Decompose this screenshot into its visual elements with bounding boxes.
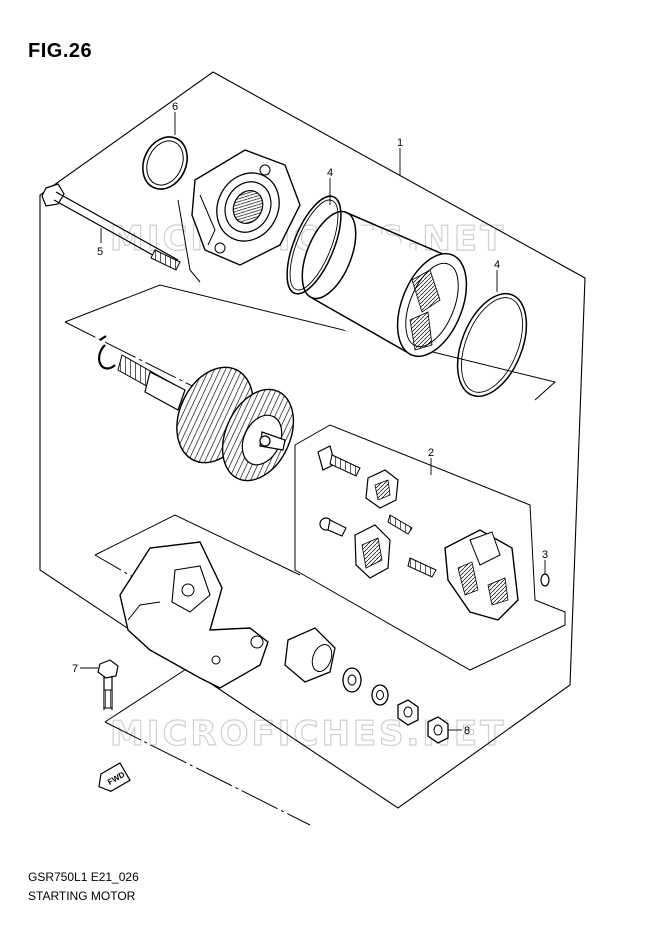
nut[interactable] [397, 699, 419, 726]
fwd-arrow-icon: FWD [98, 762, 131, 792]
callout-3: 3 [542, 549, 548, 561]
o-ring-4-right[interactable] [444, 284, 540, 407]
callout-5: 5 [97, 246, 103, 258]
bolt-5[interactable] [41, 183, 181, 271]
callout-4-left: 4 [327, 167, 333, 179]
washer-stack[interactable] [342, 667, 389, 706]
washer-3[interactable] [540, 573, 550, 587]
circlip[interactable] [98, 335, 116, 370]
o-ring-4-left[interactable] [276, 189, 352, 300]
figure-title: FIG.26 [28, 40, 93, 62]
callout-8: 8 [464, 725, 470, 737]
diagram-name: STARTING MOTOR [28, 889, 136, 903]
armature[interactable] [117, 354, 307, 492]
o-ring-6[interactable] [135, 130, 196, 197]
armature-frame [64, 284, 557, 401]
callout-1: 1 [397, 137, 403, 149]
nut-8[interactable] [427, 716, 449, 744]
diagram-code: GSR750L1 E21_026 [28, 870, 139, 884]
leader-lines [80, 112, 546, 731]
callout-6: 6 [172, 101, 178, 113]
rear-housing[interactable] [119, 541, 269, 689]
brush-holder-assembly-2[interactable] [317, 445, 519, 621]
yoke-housing-1[interactable] [291, 204, 480, 366]
callout-4-right: 4 [494, 259, 500, 271]
brush-holder-frame [294, 424, 566, 671]
front-housing[interactable] [177, 149, 301, 283]
callout-2: 2 [428, 447, 434, 459]
bush[interactable] [284, 627, 336, 683]
bolt-7[interactable] [97, 659, 119, 710]
callout-7: 7 [72, 663, 78, 675]
outer-frame [39, 71, 586, 809]
